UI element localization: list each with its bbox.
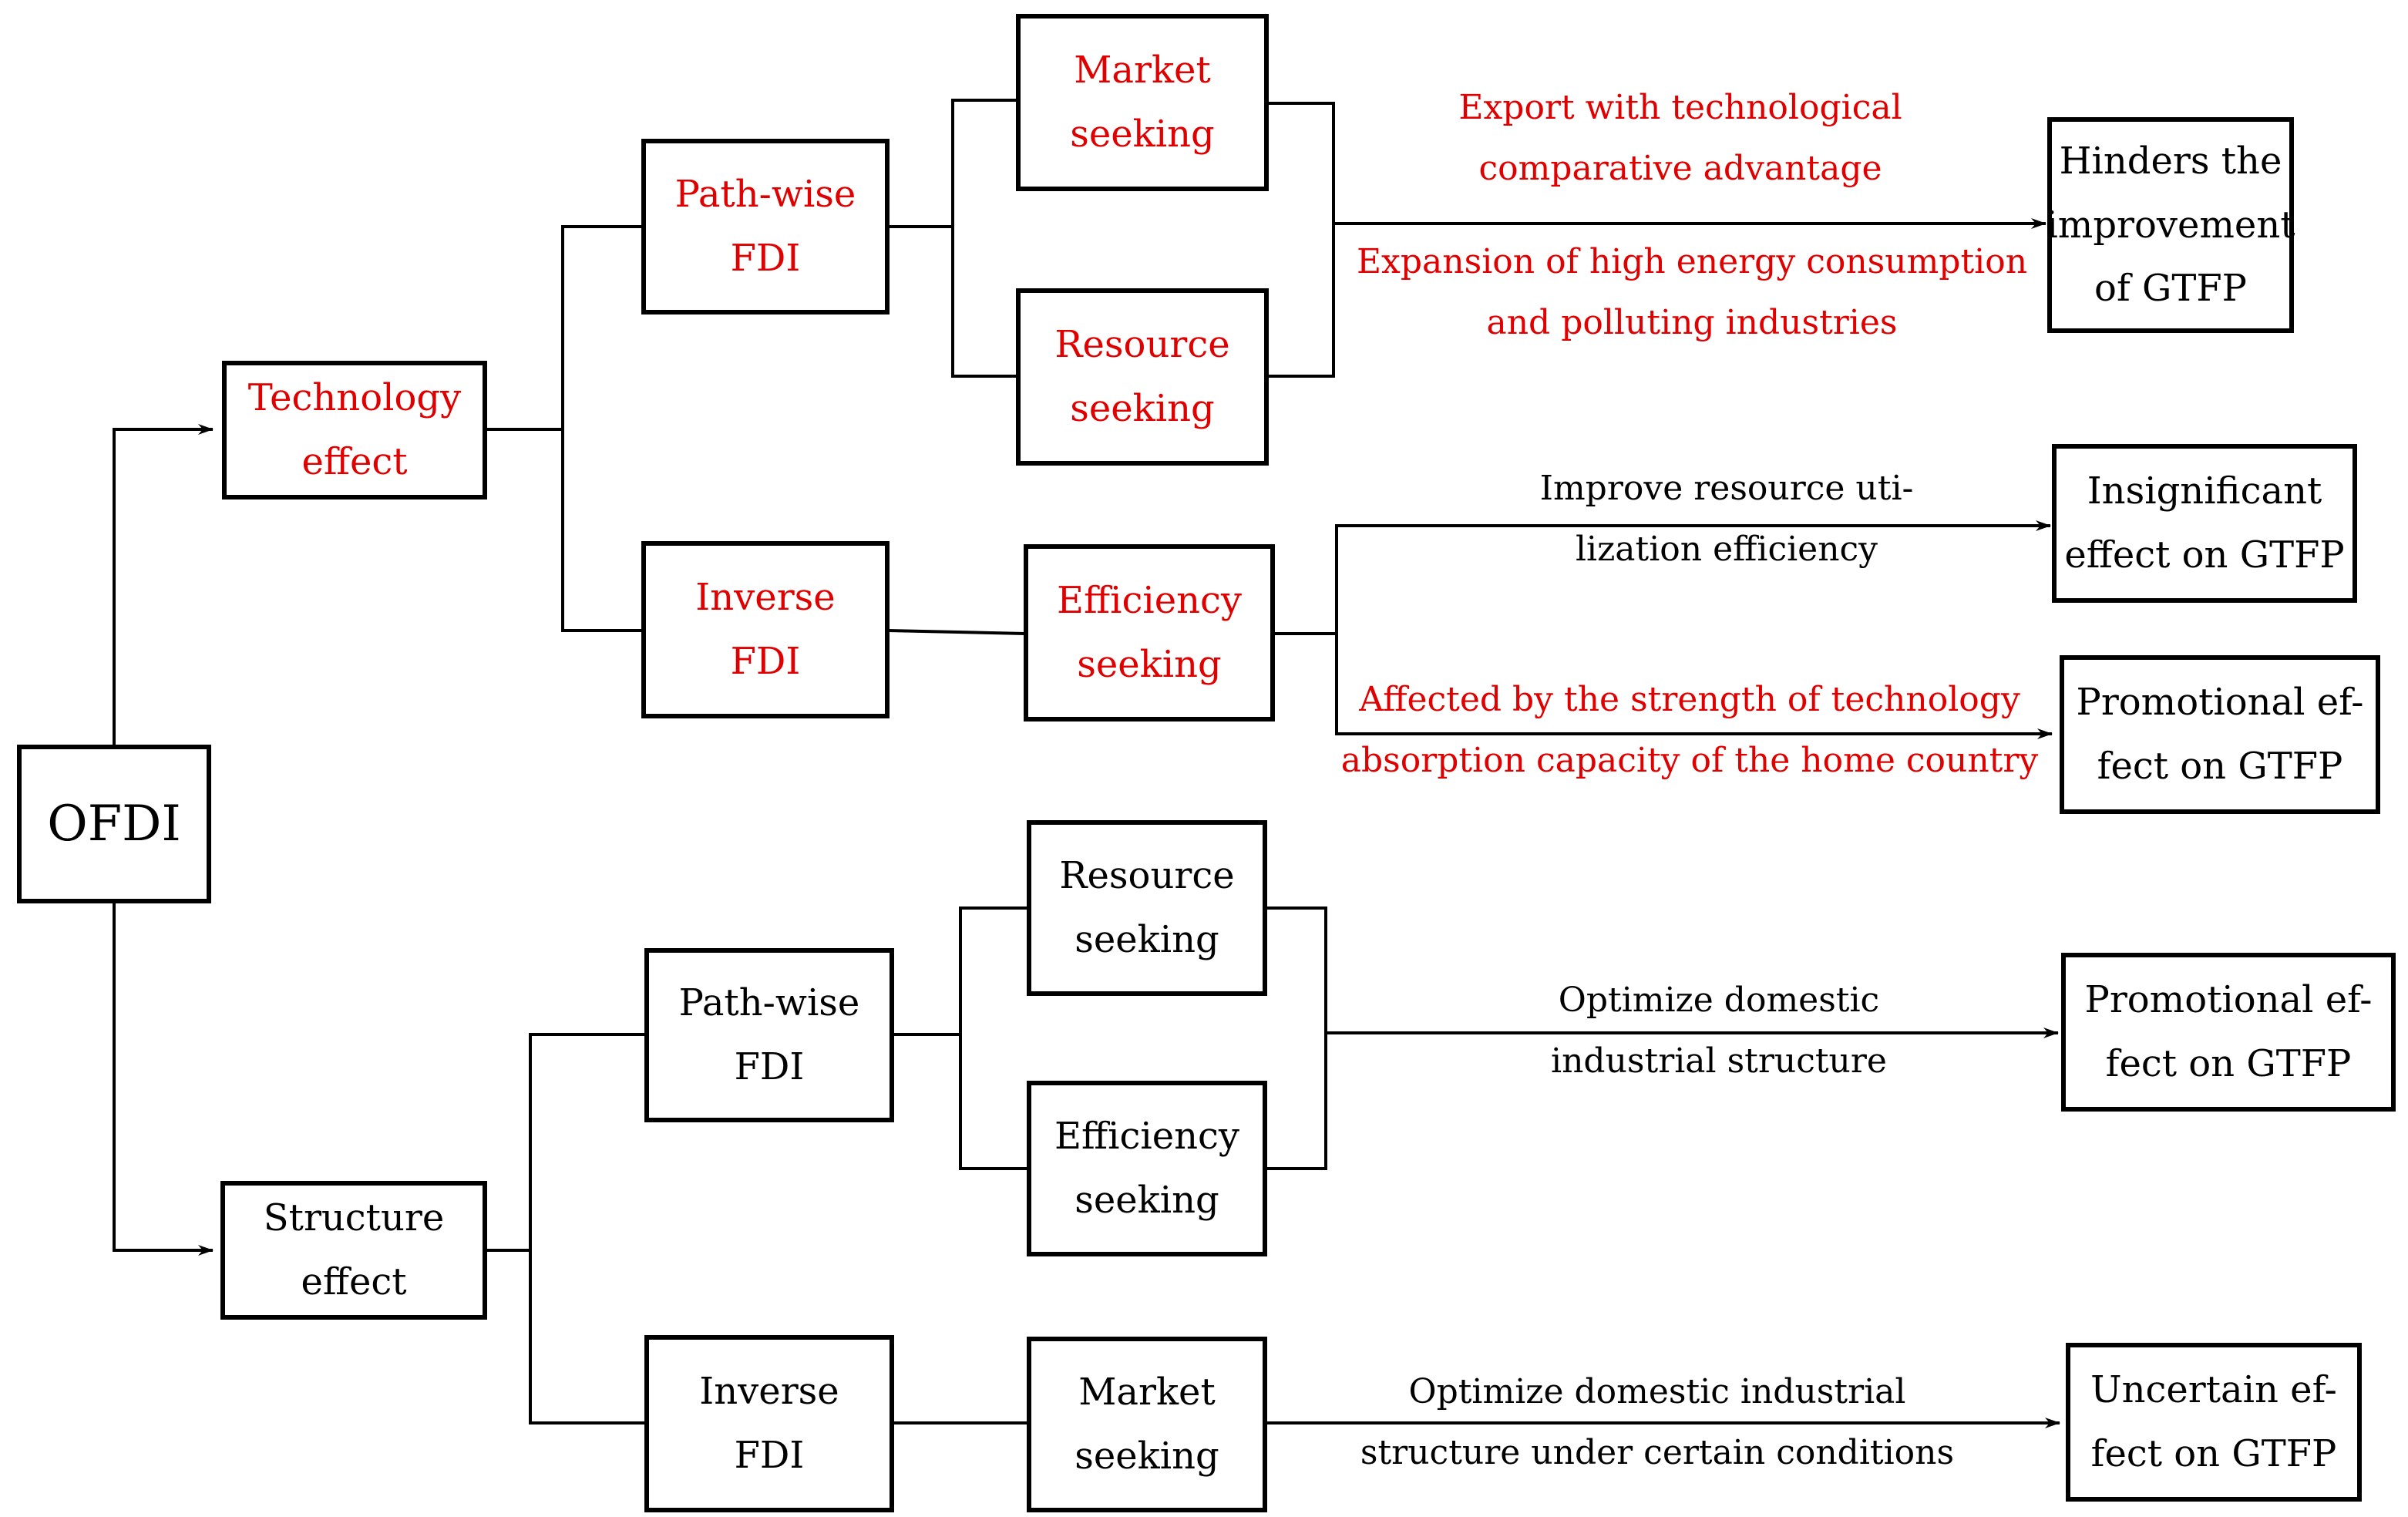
ofdi-to-structure-arrow [113, 903, 214, 1256]
struct-efficiency-seeking-node: Efficiency seeking [1027, 1081, 1267, 1256]
struct-fork-line [529, 1033, 646, 1424]
tech-efficiency-seeking-node: Efficiency seeking [1024, 544, 1275, 722]
label-optimize-structure: Optimize domestic industrial structure [1551, 980, 1887, 1081]
tech-fork-line [561, 225, 644, 632]
label-improve-efficiency: Improve resource uti- lization efficienc… [1539, 469, 1914, 570]
struct-resource-join [1266, 906, 1327, 1170]
tech-pathwise-fdi-node: Path-wise FDI [641, 139, 890, 314]
tech-inverse-fdi-node: Inverse FDI [641, 541, 890, 718]
tech-market-join [1267, 102, 1335, 224]
struct-resource-seeking-node: Resource seeking [1027, 820, 1267, 996]
struct-inverse-fdi-node: Inverse FDI [644, 1335, 894, 1512]
tech-efficiency-fork [1335, 524, 2052, 735]
tech-inverse-to-efficiency [887, 629, 1026, 635]
outcome-uncertain-node: Uncertain ef- fect on GTFP [2066, 1343, 2362, 1502]
struct-pathwise-fdi-node: Path-wise FDI [644, 948, 894, 1122]
structure-effect-node: Structure effect [220, 1181, 487, 1320]
label-expansion-polluting: Expansion of high energy consumption and… [1356, 242, 2028, 343]
outcome-hinders-node: Hinders the improvement of GTFP [2046, 117, 2295, 333]
outcome-insignificant-node: Insignificant effect on GTFP [2052, 444, 2357, 603]
label-optimize-conditions: Optimize domestic industrial structure u… [1360, 1372, 1955, 1473]
label-export-advantage: Export with technological comparative ad… [1458, 88, 1902, 189]
ofdi-to-technology-arrow [113, 424, 214, 746]
tech-pathwise-fork [951, 99, 1017, 378]
outcome-promotional-1-node: Promotional ef- fect on GTFP [2060, 655, 2380, 814]
outcome-promotional-2-node: Promotional ef- fect on GTFP [2061, 953, 2396, 1112]
struct-pathwise-fork [959, 906, 1030, 1170]
tech-market-seeking-node: Market seeking [1016, 14, 1269, 191]
struct-market-seeking-node: Market seeking [1027, 1337, 1267, 1512]
label-affected-absorption: Affected by the strength of technology a… [1340, 680, 2039, 781]
tech-resource-join [1267, 224, 1335, 378]
tech-resource-seeking-node: Resource seeking [1016, 288, 1269, 466]
ofdi-node: OFDI [17, 745, 211, 903]
technology-effect-node: Technology effect [222, 361, 487, 500]
